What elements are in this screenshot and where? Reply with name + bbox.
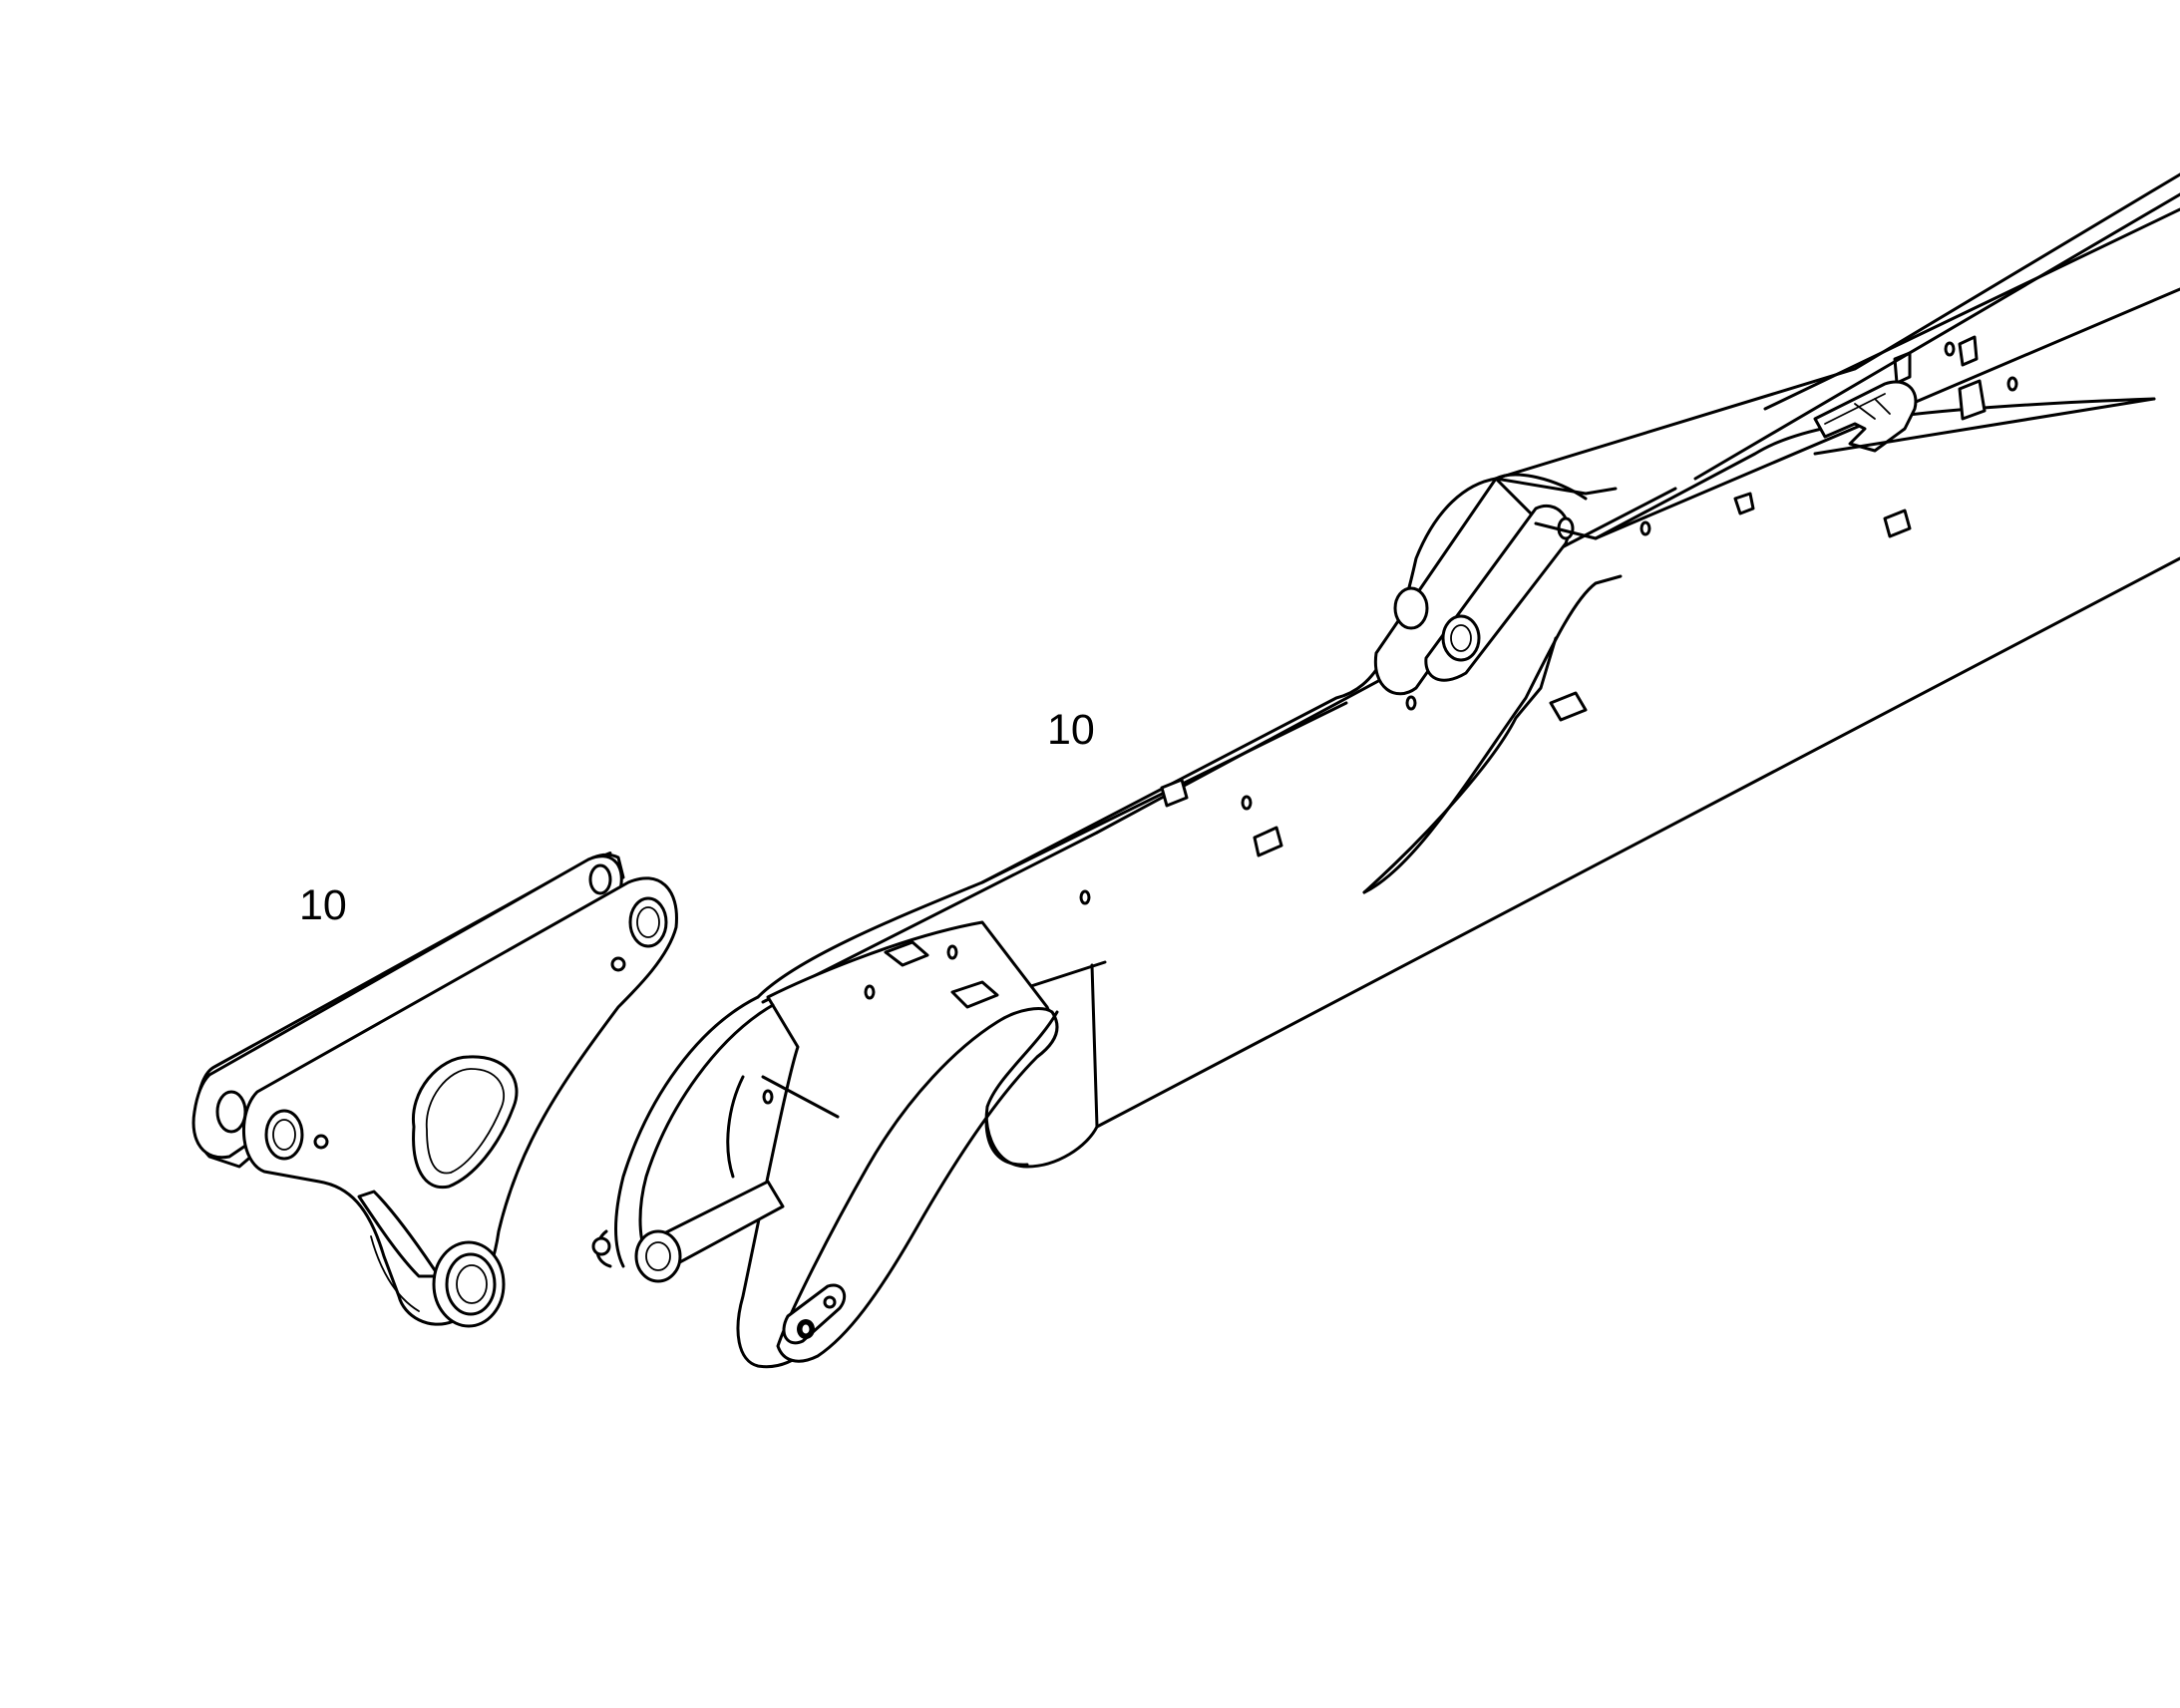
callout-link: 10 [299,881,347,929]
hose-clamp-bracket [1813,380,1918,453]
callout-boom: 10 [1047,706,1095,754]
link-hole-left-back [215,1090,247,1134]
boom-part [591,172,2180,1369]
link-hole-right-back [588,863,612,895]
clevis-hole-back [1393,586,1429,630]
link-bracket-part [191,852,678,1328]
boom-foot-pin-end [634,1229,682,1283]
boom-nose-cheek [776,1007,1059,1363]
boom-top-edge [756,172,2180,999]
link-hole-right-front [628,896,668,948]
link-hole-left-front [264,1109,304,1161]
clevis-hole-front [1441,614,1481,662]
boom-bottom-edge [1095,556,2180,1129]
